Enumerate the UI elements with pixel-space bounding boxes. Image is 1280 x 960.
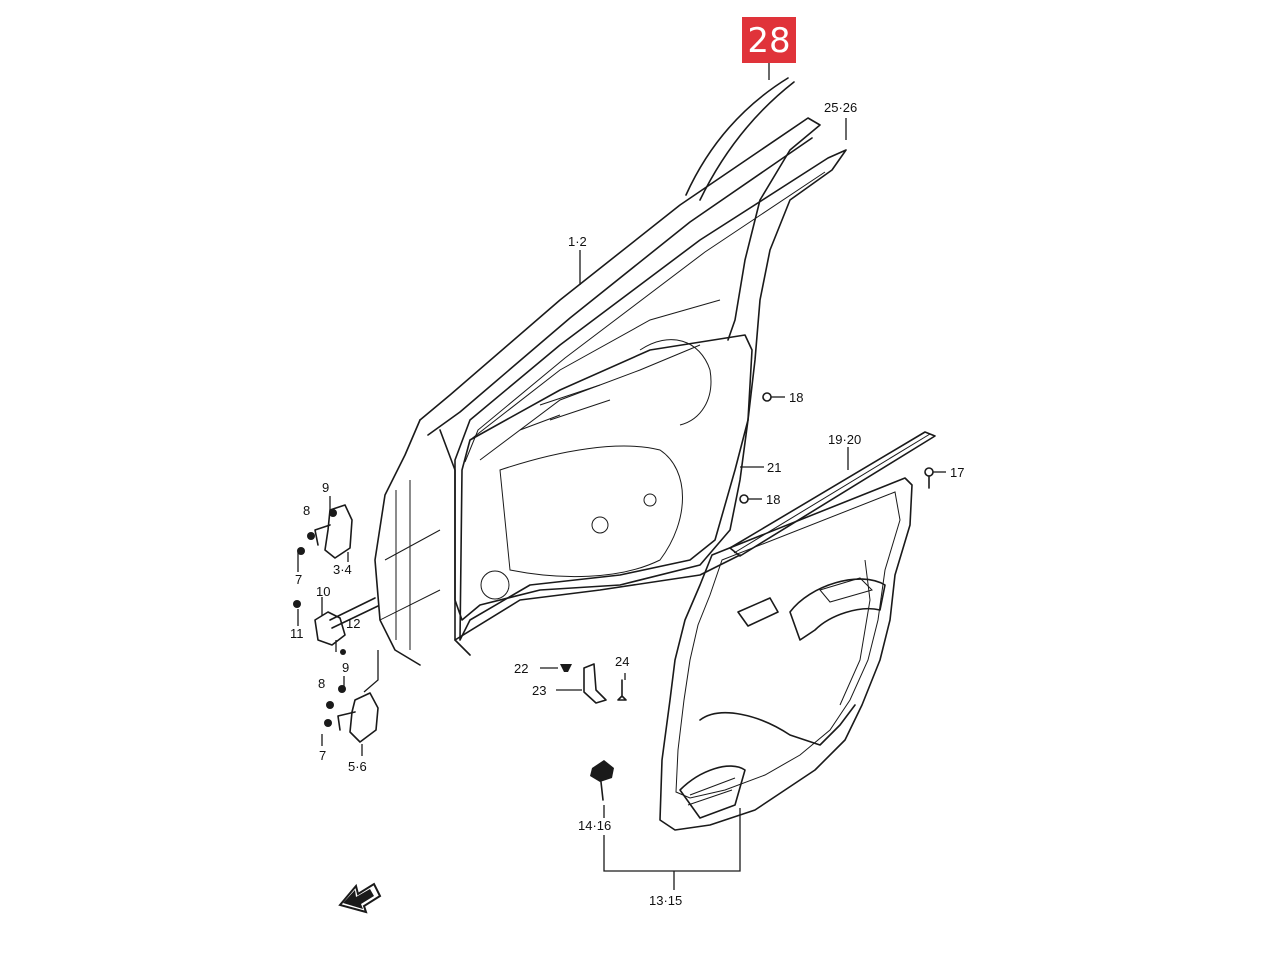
label-8-upper: 8: [303, 503, 310, 518]
front-direction-arrow-icon: [338, 882, 382, 914]
label-11: 11: [290, 626, 304, 641]
inner-door-seal: [459, 334, 753, 641]
bracket-23: [583, 663, 607, 704]
label-24: 24: [615, 654, 629, 669]
label-10: 10: [316, 584, 330, 599]
label-18-lower: 18: [766, 492, 780, 507]
beltline-weatherstrip: [729, 431, 936, 557]
label-12: 12: [346, 616, 360, 631]
label-17: 17: [950, 465, 964, 480]
label-25-26: 25·26: [824, 100, 857, 115]
section-number-badge: 28: [742, 17, 796, 63]
label-22: 22: [514, 661, 528, 676]
label-19-20: 19·20: [828, 432, 861, 447]
clip-lower: [739, 494, 749, 504]
label-9-lower: 9: [342, 660, 349, 675]
door-weatherstrip: [454, 149, 847, 621]
label-7-upper: 7: [295, 572, 302, 587]
leader-lines: [297, 63, 849, 890]
label-18-upper: 18: [789, 390, 803, 405]
door-trim-panel: [659, 477, 913, 831]
label-1-2: 1·2: [568, 234, 587, 249]
label-5-6: 5·6: [348, 759, 367, 774]
door-panel: [374, 117, 821, 666]
door-check: [293, 597, 379, 655]
label-14-16: 14·16: [578, 818, 611, 833]
label-7-lower: 7: [319, 748, 326, 763]
label-9-upper: 9: [322, 480, 329, 495]
lower-hinge: [324, 685, 379, 743]
label-23: 23: [532, 683, 546, 698]
label-3-4: 3·4: [333, 562, 352, 577]
label-21: 21: [767, 460, 781, 475]
door-sash-upper: [685, 77, 795, 201]
label-8-lower: 8: [318, 676, 325, 691]
clip-upper: [762, 392, 772, 402]
screw-24: [617, 679, 627, 701]
clip-22: [560, 664, 572, 672]
label-13-15: 13·15: [649, 893, 682, 908]
upper-hinge: [297, 504, 353, 559]
trim-fastener: [590, 760, 614, 801]
screw-17: [924, 467, 934, 489]
